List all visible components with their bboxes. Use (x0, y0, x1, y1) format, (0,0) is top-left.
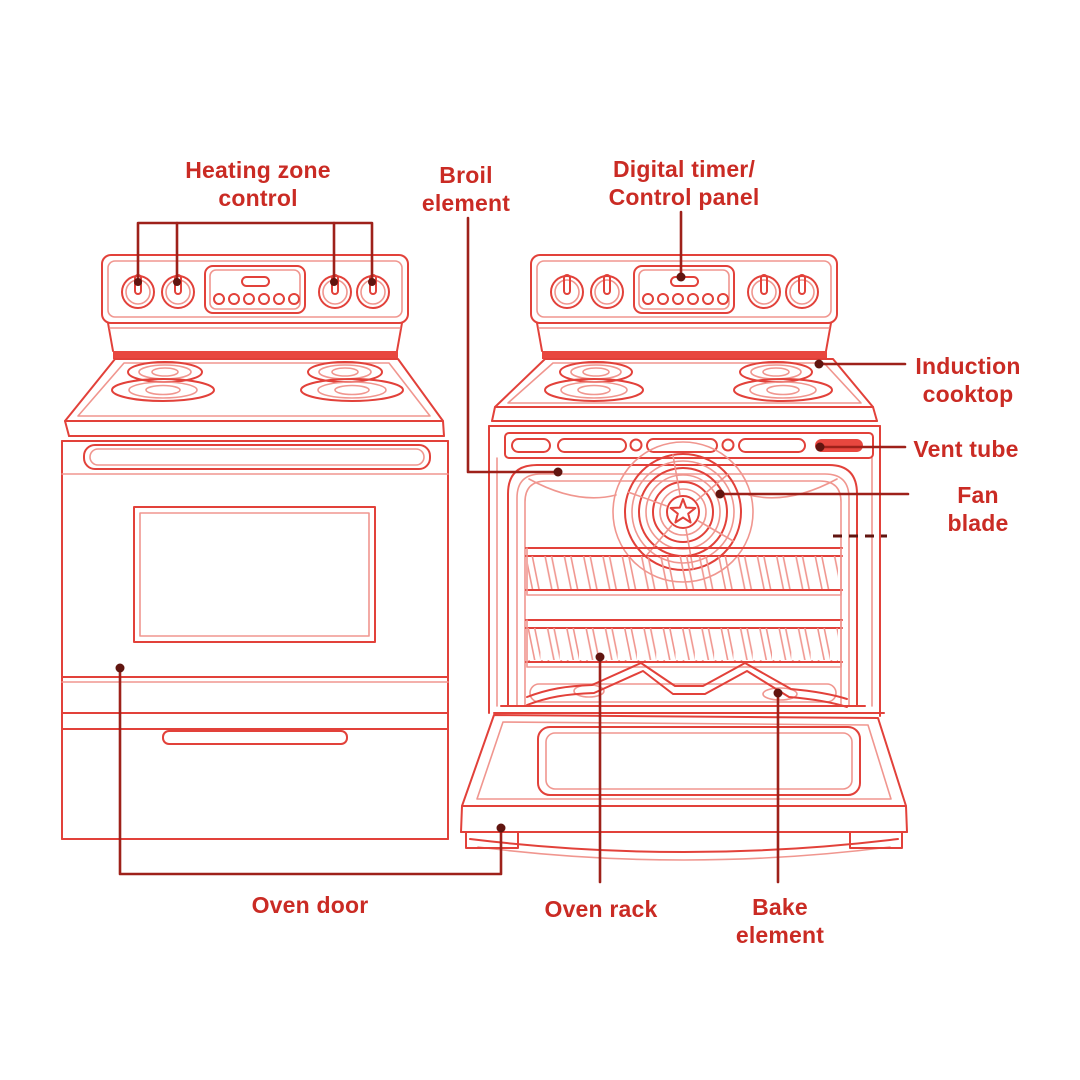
vent-strip (504, 432, 874, 459)
label-broil-element: Broil element (421, 162, 511, 217)
leader-vent-tube (815, 442, 907, 452)
left-door-window (133, 506, 376, 643)
left-control-panel (102, 255, 408, 323)
left-body (61, 440, 449, 840)
oven-cavity (493, 441, 887, 714)
left-cooktop (64, 358, 445, 437)
right-stove (460, 255, 908, 861)
door-inner-window (537, 726, 861, 796)
label-digital-timer-control-panel: Digital timer/ Control panel (608, 156, 760, 211)
door-hinge-right (849, 831, 903, 849)
vent-tube-part (815, 439, 863, 452)
oven-rack-upper (525, 547, 843, 596)
left-drawer-handle (162, 730, 348, 745)
burner (300, 378, 404, 402)
label-fan-blade: Fan blade (947, 482, 1009, 537)
cavity-floor (529, 683, 837, 703)
right-body (488, 425, 881, 717)
burner (544, 378, 644, 402)
label-heating-zone-control: Heating zone control (185, 157, 331, 212)
label-vent-tube: Vent tube (913, 436, 1019, 462)
leader-oven-door (115, 663, 506, 876)
leader-induction-cooktop (814, 359, 907, 369)
label-bake-element: Bake element (735, 894, 825, 949)
leader-oven-rack (595, 652, 605, 884)
label-oven-rack: Oven rack (544, 896, 658, 922)
label-oven-door: Oven door (251, 892, 369, 918)
left-door-handle (83, 444, 431, 470)
fan-hub-star (669, 498, 697, 524)
right-cooktop (491, 358, 878, 422)
burner (111, 378, 215, 402)
right-backsplash (536, 322, 832, 359)
leader-broil-element (466, 216, 563, 477)
leader-lines (115, 210, 910, 884)
oven-rack-lower (525, 619, 843, 668)
leader-bake-element (773, 688, 783, 884)
burner (733, 378, 833, 402)
broil-area (528, 478, 617, 499)
open-oven-door (460, 714, 908, 861)
label-induction-cooktop: Induction cooktop (915, 353, 1021, 408)
bake-element-drawing (526, 662, 848, 708)
left-stove (61, 255, 449, 840)
door-hinge-left (465, 831, 519, 849)
leader-heating-zone-control (134, 221, 376, 286)
left-backsplash (107, 322, 403, 359)
leader-digital-timer (676, 210, 686, 282)
right-control-panel (531, 255, 837, 323)
leader-fan-blade (715, 489, 910, 499)
